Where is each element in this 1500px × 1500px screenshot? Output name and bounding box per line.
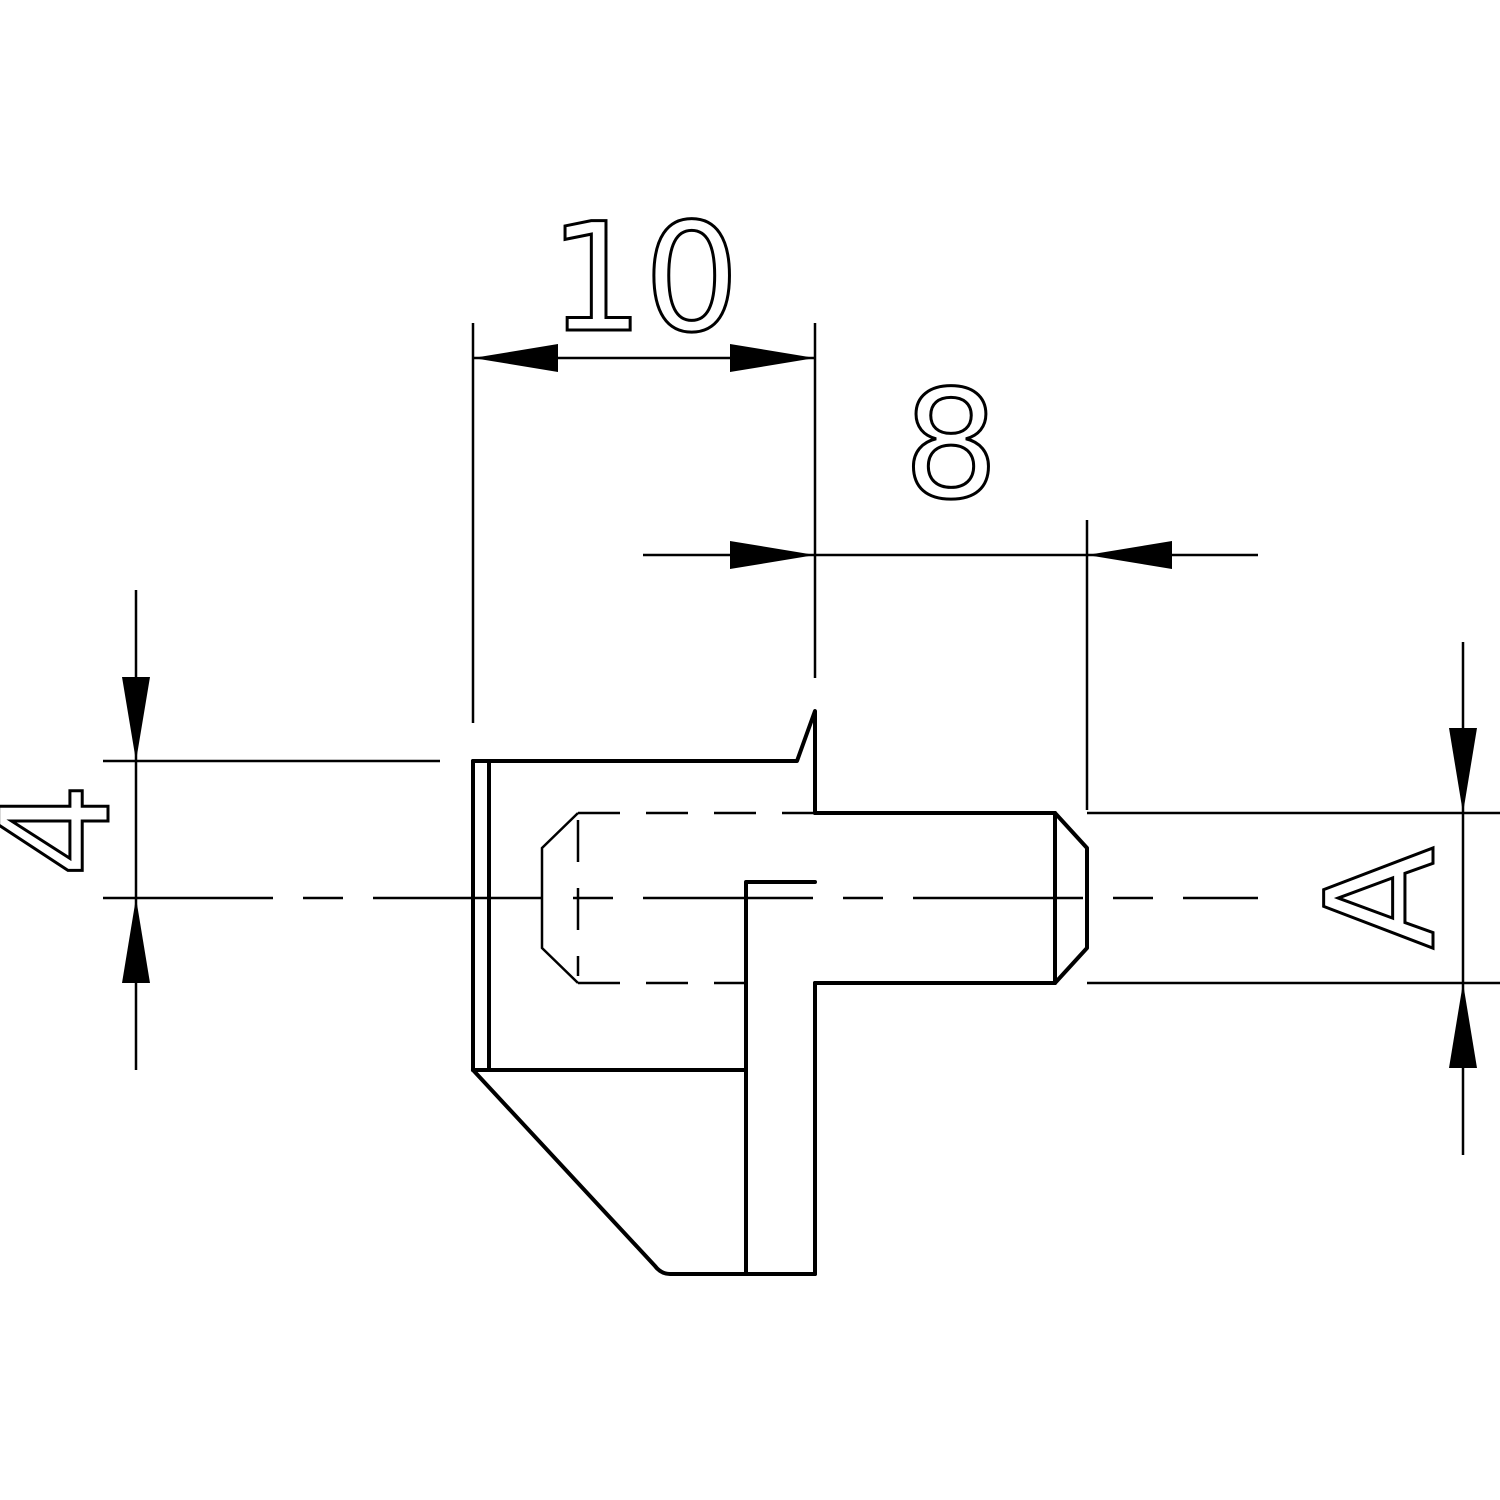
part-outline <box>471 709 817 1276</box>
dimension-8: 8 <box>643 358 1258 810</box>
arrowhead <box>122 677 150 761</box>
dimension-10: 10 <box>471 191 817 723</box>
hidden-bore <box>540 811 815 985</box>
arrowhead <box>473 344 558 372</box>
dimension-a: A <box>1087 642 1500 1155</box>
arrowhead <box>730 541 815 569</box>
arrowhead <box>122 898 150 983</box>
dimension-label-8: 8 <box>903 359 998 533</box>
arrowhead <box>1449 728 1477 813</box>
arrowhead <box>1087 541 1172 569</box>
arrowhead <box>730 344 815 372</box>
dimension-label-4: 4 <box>0 782 144 877</box>
arrowhead <box>1449 983 1477 1068</box>
dimension-label-a: A <box>1295 847 1469 950</box>
dimension-4: 4 <box>0 590 440 1070</box>
dimension-label-10: 10 <box>549 192 740 366</box>
pin <box>813 811 1089 985</box>
